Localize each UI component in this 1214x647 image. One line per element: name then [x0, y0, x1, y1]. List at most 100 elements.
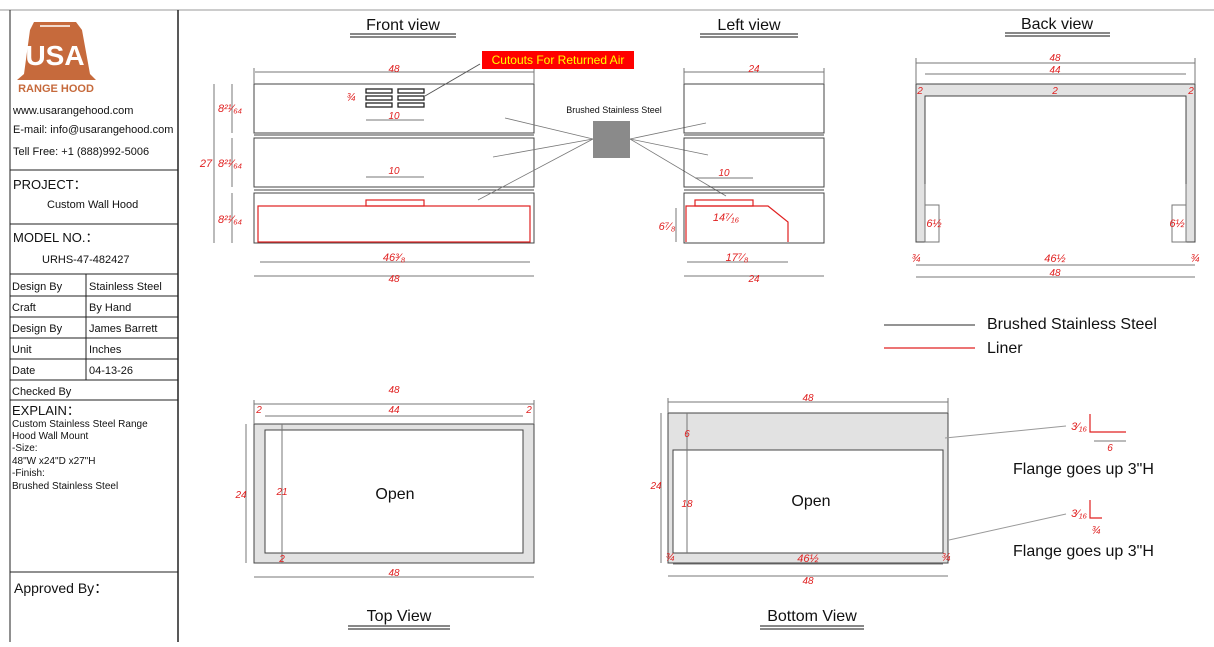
flange-label: Flange goes up 3"H	[1013, 461, 1154, 478]
dim-top-side-left: 2	[255, 405, 262, 416]
spec-label: Design By	[12, 323, 63, 335]
dim-left-width: 24	[747, 64, 760, 75]
dim-top-bottom-width: 48	[388, 568, 400, 579]
dim-back-top: 2	[1051, 86, 1058, 97]
explain-label: EXPLAIN：	[12, 403, 80, 418]
dim-bottom-front: 6	[684, 429, 690, 440]
spec-value: 04-13-26	[89, 365, 133, 377]
project-value: Custom Wall Hood	[47, 199, 138, 211]
logo-mark: USA	[25, 40, 84, 71]
left-view: 24 10 14⁷⁄₁₆ 6⁷⁄₈ 17⁷⁄₈ 24	[659, 64, 825, 285]
bottom-view: 48 24 6 18 ¾ ¾ 46½ 48 Open	[649, 393, 1067, 587]
top-view-title: Top View	[367, 608, 432, 625]
dim-front-vent-height: ¾	[346, 92, 355, 104]
dim-front-height-top: 8²¹⁄₆₄	[218, 103, 242, 115]
dim-left-diagonal: 14⁷⁄₁₆	[713, 212, 740, 224]
dim-bottom-edge-right: ¾	[941, 552, 950, 564]
dim-left-mid-width: 10	[718, 168, 730, 179]
material-callout-label: Brushed Stainless Steel	[566, 105, 662, 115]
dim-bottom-edge-left: ¾	[665, 552, 674, 564]
dim-top-inner-width: 44	[388, 405, 400, 416]
dim-top-bottom-side: 2	[278, 554, 285, 565]
dim-bottom-height: 24	[649, 481, 662, 492]
dim-left-height: 6⁷⁄₈	[659, 221, 676, 233]
dim-front-height-total: 27	[199, 158, 213, 170]
dim-back-width: 48	[1049, 53, 1061, 64]
model-value: URHS-47-482427	[42, 254, 129, 266]
dim-back-inner-width: 44	[1049, 65, 1061, 76]
spec-label: Checked By	[12, 386, 72, 398]
spec-label: Date	[12, 365, 35, 377]
dim-top-width: 48	[388, 385, 400, 396]
back-view-title: Back view	[1021, 16, 1093, 33]
approved-label: Approved By：	[14, 580, 108, 596]
dim-bottom-width: 48	[802, 393, 814, 404]
front-view-title: Front view	[366, 17, 440, 34]
dim-back-bottom-width: 48	[1049, 268, 1061, 279]
logo-text: RANGE HOOD	[18, 83, 94, 95]
legend-label: Brushed Stainless Steel	[987, 316, 1157, 333]
explain-line: 48"W x24"D x27"H	[12, 456, 95, 467]
legend-label: Liner	[987, 340, 1023, 357]
explain-line: -Finish:	[12, 468, 45, 479]
explain-line: Custom Stainless Steel Range	[12, 419, 148, 430]
explain-line: -Size:	[12, 443, 38, 454]
dim-back-side-left: 2	[916, 86, 923, 97]
explain-line: Brushed Stainless Steel	[12, 481, 118, 492]
spec-label: Craft	[12, 302, 36, 314]
dim-front-bottom-width: 48	[388, 274, 400, 285]
company-website: www.usarangehood.com	[12, 105, 133, 117]
company-email: E-mail: info@usarangehood.com	[13, 124, 173, 136]
dim-top-side-right: 2	[525, 405, 532, 416]
dim-bottom-inner-height: 18	[681, 499, 693, 510]
left-view-title: Left view	[717, 17, 781, 34]
explain-line: Hood Wall Mount	[12, 431, 89, 442]
spec-value: Stainless Steel	[89, 281, 162, 293]
material-callout: Brushed Stainless Steel	[477, 105, 727, 201]
spec-label: Unit	[12, 344, 32, 356]
dim-top-height: 24	[234, 490, 247, 501]
dim-front-vent-width: 10	[388, 111, 400, 122]
open-label: Open	[791, 493, 830, 510]
top-view: 48 44 2 2 24 21 2 48 Open	[234, 385, 535, 579]
legend: Brushed Stainless Steel Liner	[884, 316, 1157, 357]
title-block	[0, 9, 1214, 642]
flange-label: Flange goes up 3"H	[1013, 543, 1154, 560]
model-label: MODEL NO.：	[13, 230, 98, 245]
dim-flange-width: ¾	[1091, 525, 1100, 537]
cutouts-callout: Cutouts For Returned Air	[492, 53, 625, 67]
dim-back-side-right: 2	[1187, 86, 1194, 97]
company-phone: Tell Free: +1 (888)992-5006	[13, 146, 149, 158]
project-label: PROJECT：	[13, 177, 87, 192]
spec-value: By Hand	[89, 302, 131, 314]
dim-front-height-mid: 8²¹⁄₆₄	[218, 158, 242, 170]
flange-detail: 3⁄₁₆ 6 Flange goes up 3"H 3⁄₁₆ ¾ Flange …	[1013, 414, 1154, 560]
dim-flange-height: 3⁄₁₆	[1071, 508, 1087, 520]
dim-back-edge-right: ¾	[1190, 253, 1199, 265]
usa-range-hood-logo: USA RANGE HOOD	[17, 22, 96, 95]
dim-bottom-bottom-width: 48	[802, 576, 814, 587]
dim-front-mid-width: 10	[388, 166, 400, 177]
dim-top-inner-height: 21	[275, 487, 287, 498]
spec-label: Design By	[12, 281, 63, 293]
dim-back-inner-bottom: 46½	[1044, 253, 1065, 265]
dim-flange-width: 6	[1107, 443, 1113, 454]
dim-bottom-inner-width: 46½	[797, 553, 818, 565]
dim-left-liner-width: 17⁷⁄₈	[726, 252, 749, 264]
dim-front-height-bottom: 8²¹⁄₆₄	[218, 214, 242, 226]
dim-back-edge-left: ¾	[911, 253, 920, 265]
spec-value: James Barrett	[89, 323, 157, 335]
dim-flange-height: 3⁄₁₆	[1071, 421, 1087, 433]
bottom-view-title: Bottom View	[767, 608, 857, 625]
dim-left-bottom-width: 24	[747, 274, 760, 285]
front-view: 48 10 ¾ 10 46³⁄₈ 48 8²¹⁄₆₄ 8²¹⁄₆₄ 8²¹⁄₆₄…	[199, 51, 634, 285]
dim-back-leg-right: 6½	[1169, 218, 1184, 230]
back-view: 48 44 2 2 2 6½ 6½ ¾ ¾ 46½ 48	[911, 53, 1199, 279]
dim-front-width: 48	[388, 64, 400, 75]
dim-front-liner-width: 46³⁄₈	[383, 252, 406, 264]
open-label: Open	[375, 486, 414, 503]
spec-value: Inches	[89, 344, 122, 356]
dim-back-leg-left: 6½	[926, 218, 941, 230]
